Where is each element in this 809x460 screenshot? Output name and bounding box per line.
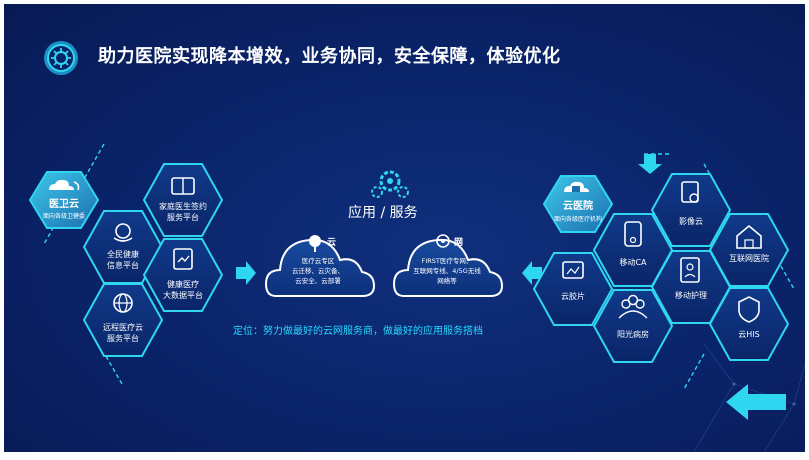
right-group-sub: 面向各级医疗机构 xyxy=(554,215,602,223)
book-icon xyxy=(171,177,195,195)
cloud-right-line2: 互联网专线、4/5G无线 xyxy=(413,266,481,275)
hex-remote-medicine-line2: 服务平台 xyxy=(107,333,139,343)
hex-cloud-his-label: 云HIS xyxy=(738,330,759,339)
hex-sunshine-ward-label: 阳光病房 xyxy=(617,329,649,339)
cloud-right-line3: 网络等 xyxy=(437,276,457,285)
back-arrow-icon[interactable] xyxy=(726,384,786,420)
hex-imaging-cloud[interactable]: 影像云 xyxy=(650,173,732,247)
right-group-name: 云医院 xyxy=(563,199,593,212)
hex-health-info-line1: 全民健康 xyxy=(107,249,139,259)
arrow-left-icon xyxy=(522,261,542,285)
hex-internet-hospital-label: 互联网医院 xyxy=(729,253,769,263)
cloud-stethoscope-icon xyxy=(49,179,80,191)
tree-icon xyxy=(309,235,321,252)
left-group-name: 医卫云 xyxy=(49,198,79,210)
hex-big-data[interactable]: 健康医疗 大数据平台 xyxy=(142,238,224,312)
cloud-left-line3: 云安全、云部署 xyxy=(295,276,341,285)
hex-big-data-line2: 大数据平台 xyxy=(163,290,203,300)
gears-icon xyxy=(371,170,409,198)
cloud-left-line2: 云迁移、云灾备、 xyxy=(292,266,344,275)
hospital-building-icon xyxy=(564,181,589,192)
hex-family-doctor[interactable]: 家庭医生签约 服务平台 xyxy=(142,163,224,237)
arrow-down-icon xyxy=(638,154,662,174)
page-title: 助力医院实现降本增效，业务协同，安全保障，体验优化 xyxy=(98,46,561,67)
film-screen-icon xyxy=(562,261,584,279)
left-hex-group: 医卫云 面向各级卫健委 家庭医生签约 服务平台 全民 xyxy=(28,163,224,357)
hex-health-info[interactable]: 全民健康 信息平台 xyxy=(82,210,164,284)
tagline: 定位：努力做最好的云网服务商，做最好的应用服务搭档 xyxy=(233,326,483,337)
hex-cloud-film[interactable]: 云胶片 xyxy=(532,252,614,326)
house-icon xyxy=(736,224,762,249)
hex-remote-medicine[interactable]: 远程医疗云 服务平台 xyxy=(82,283,164,357)
hex-cloud-his[interactable]: 云HIS xyxy=(708,287,790,361)
cloud-right-head: 网 xyxy=(454,237,463,248)
hex-family-doctor-line1: 家庭医生签约 xyxy=(159,201,207,211)
left-group-sub: 面向各级卫健委 xyxy=(43,212,85,220)
mobile-phone-icon xyxy=(624,221,642,247)
imaging-report-icon xyxy=(681,181,699,203)
network-globe-icon xyxy=(436,234,450,248)
group-people-icon xyxy=(618,294,648,319)
globe-icon xyxy=(113,293,133,313)
hex-imaging-cloud-label: 影像云 xyxy=(679,216,703,226)
hex-mobile-nursing-label: 移动护理 xyxy=(675,290,707,300)
logo-icon xyxy=(44,41,78,75)
right-hex-group: 云医院 面向各级医疗机构 影像云 移动CA xyxy=(532,173,790,363)
hex-left-name[interactable]: 医卫云 面向各级卫健委 xyxy=(28,171,100,229)
hex-remote-medicine-line1: 远程医疗云 xyxy=(103,322,143,332)
cloud-left-line1: 医疗云专区 xyxy=(302,256,335,265)
hands-icon xyxy=(113,223,133,242)
hex-right-name[interactable]: 云医院 面向各级医疗机构 xyxy=(542,175,614,233)
hex-cloud-film-label: 云胶片 xyxy=(561,291,585,301)
nurse-tablet-icon xyxy=(680,257,700,283)
document-icon xyxy=(173,248,193,270)
hex-mobile-ca-label: 移动CA xyxy=(619,257,647,267)
hex-family-doctor-line2: 服务平台 xyxy=(167,212,199,222)
cloud-right-line1: FIRST医疗专网、 xyxy=(422,256,473,265)
cloud-left-head: 云 xyxy=(327,237,336,248)
hex-health-info-line2: 信息平台 xyxy=(107,260,139,270)
center-title: 应用 / 服务 xyxy=(348,205,418,221)
cloud-right[interactable]: 网 FIRST医疗专网、 互联网专线、4/5G无线 网络等 xyxy=(392,234,504,297)
cloud-left[interactable]: 云 医疗云专区 云迁移、云灾备、 云安全、云部署 xyxy=(264,235,376,297)
diagram: 医卫云 面向各级卫健委 家庭医生签约 服务平台 全民 xyxy=(28,143,805,452)
arrow-right-icon xyxy=(236,261,256,285)
his-shield-icon xyxy=(738,296,760,323)
hex-sunshine-ward[interactable]: 阳光病房 xyxy=(592,289,674,363)
hex-big-data-line1: 健康医疗 xyxy=(167,279,199,289)
slide: 助力医院实现降本增效，业务协同，安全保障，体验优化 xyxy=(4,4,805,452)
